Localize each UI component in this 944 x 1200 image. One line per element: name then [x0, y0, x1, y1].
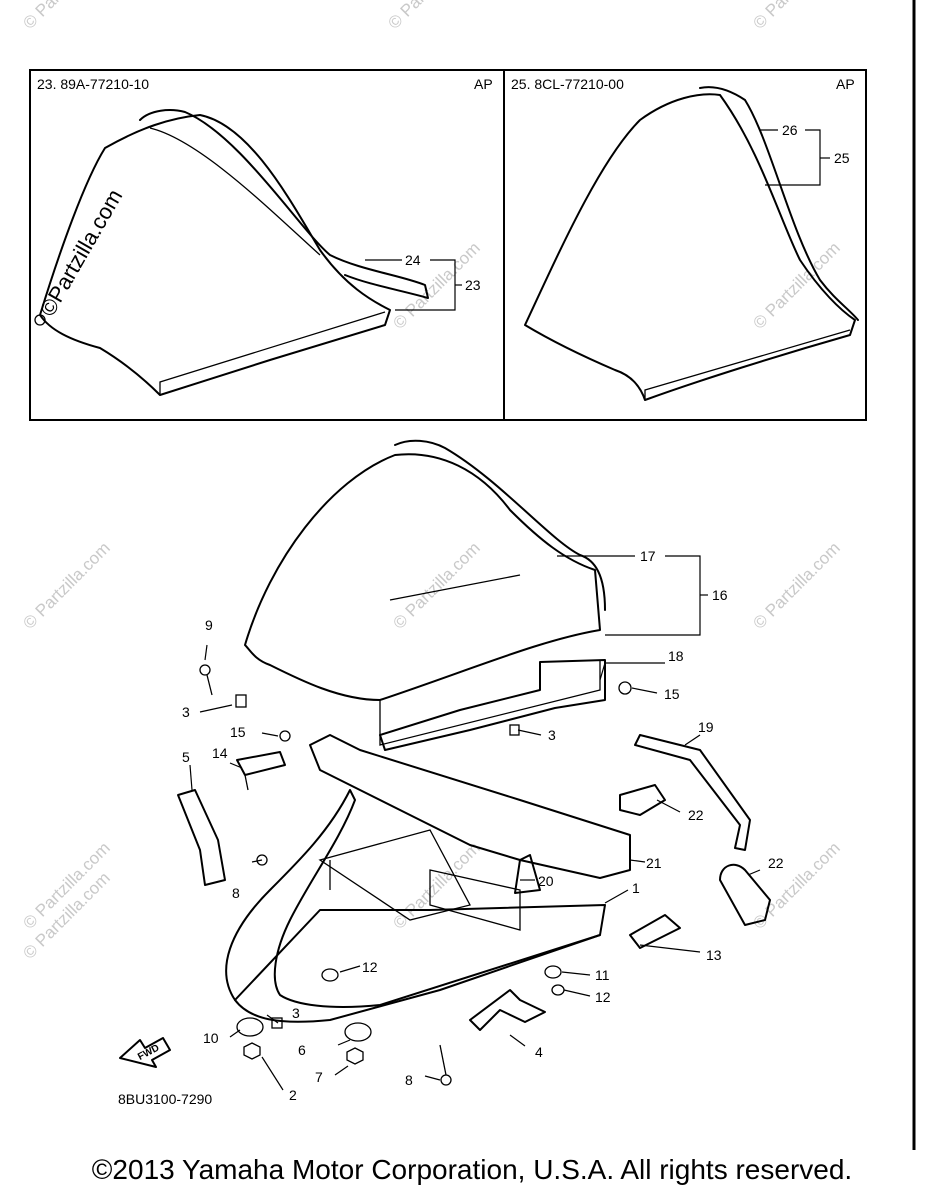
leader-lines [189, 555, 761, 1091]
callout-4: 4 [535, 1044, 543, 1060]
callout-24: 24 [405, 252, 421, 268]
watermark: © Partzilla.com [384, 0, 478, 33]
callout-25: 25 [834, 150, 850, 166]
callout-10: 10 [203, 1030, 219, 1046]
callout-1: 1 [632, 880, 640, 896]
callout-16: 16 [712, 587, 728, 603]
inset-header: 23. 89A-77210-10 [37, 76, 149, 92]
callout-8: 8 [232, 885, 240, 901]
callouts: 17 16 18 15 9 3 3 15 14 5 19 22 22 21 20… [182, 548, 784, 1103]
callout-22: 22 [688, 807, 704, 823]
callout-2: 2 [289, 1087, 297, 1103]
callout-23: 23 [465, 277, 481, 293]
watermark: © Partzilla.com [19, 538, 113, 632]
watermark: © Partzilla.com [389, 838, 483, 932]
fwd-arrow-icon: FWD [119, 1037, 171, 1068]
callout-20: 20 [538, 873, 554, 889]
callout-22: 22 [768, 855, 784, 871]
callout-12: 12 [595, 989, 611, 1005]
watermarks: © Partzilla.com © Partzilla.com © Partzi… [19, 0, 843, 963]
callout-18: 18 [668, 648, 684, 664]
callout-26: 26 [782, 122, 798, 138]
callout-12: 12 [362, 959, 378, 975]
callout-7: 7 [315, 1069, 323, 1085]
fwd-label: FWD [136, 1043, 161, 1063]
callout-15: 15 [664, 686, 680, 702]
watermark: © Partzilla.com [389, 538, 483, 632]
inset-header: 25. 8CL-77210-00 [511, 76, 624, 92]
callout-6: 6 [298, 1042, 306, 1058]
inset-tag: AP [836, 76, 855, 92]
callout-3: 3 [548, 727, 556, 743]
callout-19: 19 [698, 719, 714, 735]
watermark: © Partzilla.com [749, 538, 843, 632]
callout-21: 21 [646, 855, 662, 871]
watermark: © Partzilla.com [19, 0, 113, 33]
callout-14: 14 [212, 745, 228, 761]
callout-11: 11 [595, 967, 610, 983]
inset-box-25: 25. 8CL-77210-00 AP 26 25 [503, 69, 867, 421]
diagram-code: 8BU3100-7290 [118, 1091, 212, 1107]
copyright-footer: ©2013 Yamaha Motor Corporation, U.S.A. A… [91, 1154, 853, 1185]
callout-3: 3 [182, 704, 190, 720]
callout-15: 15 [230, 724, 246, 740]
watermark: © Partzilla.com [749, 0, 843, 33]
partzilla-watermark: ©Partzilla.com [35, 185, 128, 321]
callout-8: 8 [405, 1072, 413, 1088]
main-assembly: FWD [119, 439, 771, 1086]
callout-3: 3 [292, 1005, 300, 1021]
callout-9: 9 [205, 617, 213, 633]
callout-17: 17 [640, 548, 656, 564]
inset-tag: AP [474, 76, 493, 92]
inset-box-23: 23. 89A-77210-10 AP ©Partzilla.com 24 23 [29, 69, 505, 421]
callout-5: 5 [182, 749, 190, 765]
watermark: © Partzilla.com [749, 838, 843, 932]
callout-13: 13 [706, 947, 722, 963]
